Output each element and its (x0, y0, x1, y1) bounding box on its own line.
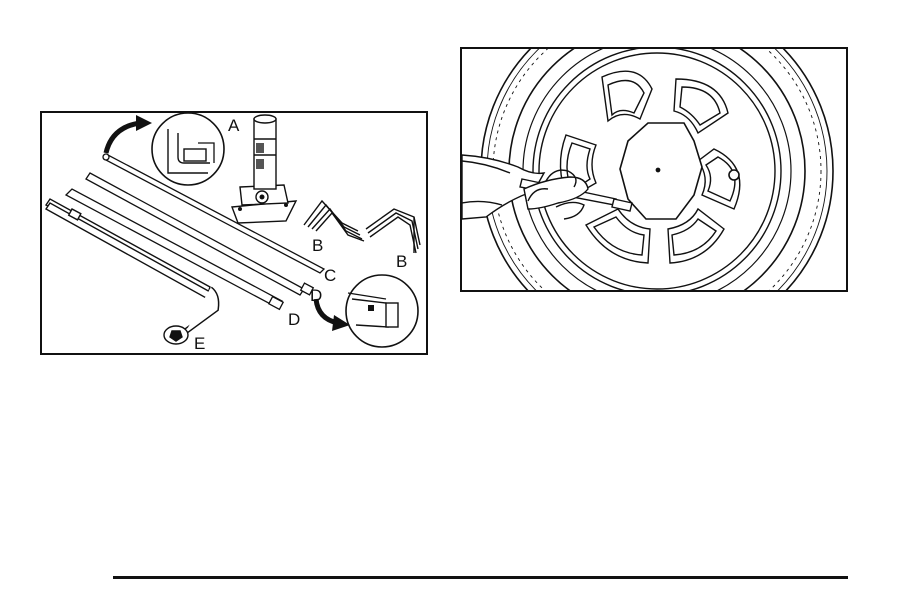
curved-arrow-icon (106, 115, 152, 153)
label-d-upper: D (310, 287, 322, 304)
wheel-block-left (304, 201, 364, 241)
label-a: A (228, 117, 239, 134)
label-e: E (194, 335, 205, 352)
label-b-left: B (312, 237, 323, 254)
footer-rule (113, 576, 848, 579)
wheel-illustration (460, 47, 848, 292)
hands-with-wrench-drawing (462, 155, 632, 219)
tools-illustration: A B B C D D E (40, 111, 428, 355)
wheel-block-right (366, 209, 420, 253)
tools-drawing (42, 113, 426, 353)
wheel-drawing (462, 49, 846, 290)
label-c: C (324, 267, 336, 284)
socket-detail-callout (346, 275, 418, 347)
jack-drawing (232, 115, 296, 223)
connector-detail-callout (152, 113, 224, 185)
label-d-lower: D (288, 311, 300, 328)
label-b-right: B (396, 253, 407, 270)
